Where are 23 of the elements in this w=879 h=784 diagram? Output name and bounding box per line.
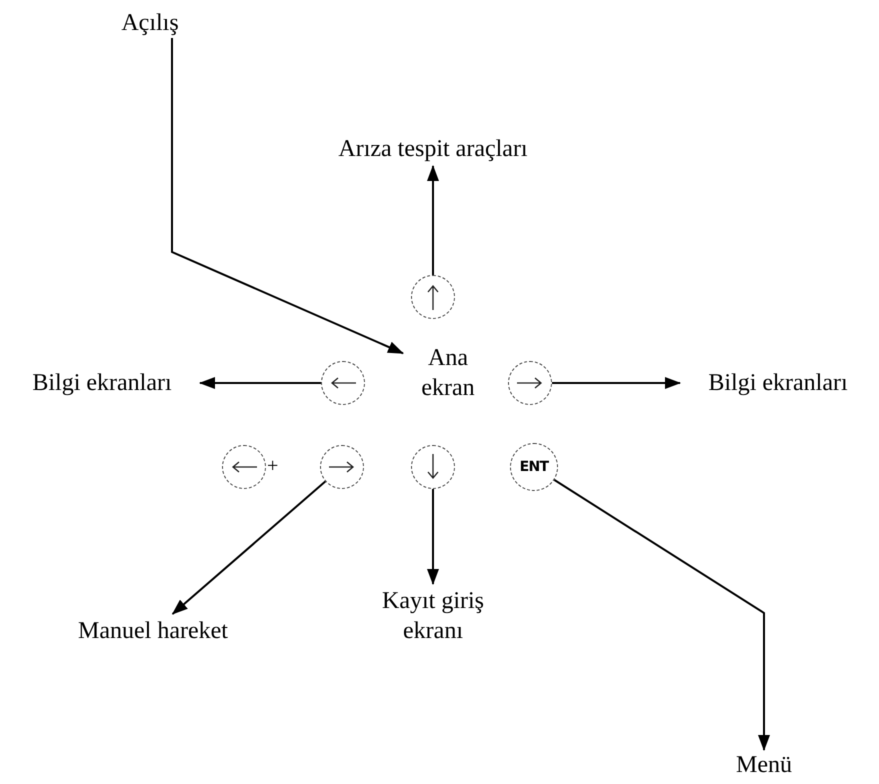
screen-label: Arıza tespit araçları: [276, 132, 590, 166]
arrow-key: [222, 445, 266, 489]
arrow: [199, 377, 321, 389]
enter-key: ENT: [510, 443, 558, 491]
screen-label: Bilgi ekranları: [680, 366, 876, 400]
arrow: [552, 377, 681, 389]
arrow: [427, 165, 439, 275]
arrow: [172, 480, 326, 615]
arrow: [171, 38, 404, 354]
arrow-key: [411, 445, 455, 489]
screen-label: Manuel hareket: [30, 614, 276, 648]
arrow-key: [508, 361, 552, 405]
arrow: [554, 479, 770, 751]
arrow: [427, 489, 439, 585]
arrow-key: [411, 275, 455, 319]
screen-label: Ana ekran: [403, 338, 493, 408]
plus-sign: +: [267, 456, 278, 476]
screen-label: Kayıt giriş ekranı: [358, 584, 508, 648]
arrow-key: [320, 445, 364, 489]
screen-label: Menü: [726, 750, 802, 780]
screen-label: Bilgi ekranları: [4, 366, 200, 400]
arrow-key: [321, 361, 365, 405]
screen-label: Açılış: [112, 8, 188, 38]
